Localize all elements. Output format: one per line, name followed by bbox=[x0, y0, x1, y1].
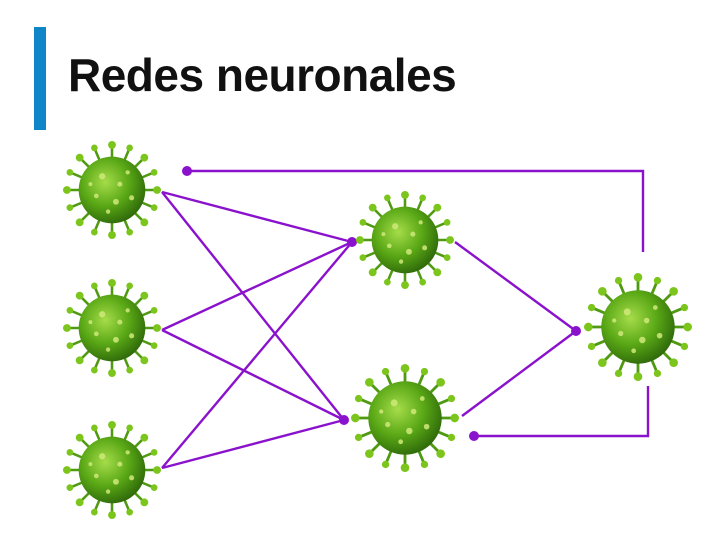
edge-input2-hidden1 bbox=[161, 240, 353, 332]
edge-input3-hidden1 bbox=[161, 241, 353, 469]
edge-hidden1-output bbox=[454, 241, 577, 332]
virus-icon bbox=[61, 419, 163, 521]
title-accent-bar bbox=[34, 27, 46, 130]
slide-title: Redes neuronales bbox=[68, 49, 457, 101]
feedback-output-hidden2 bbox=[474, 386, 650, 438]
virus-icon bbox=[61, 139, 163, 241]
edge-input1-hidden2 bbox=[161, 191, 345, 421]
edge-input1-hidden1 bbox=[161, 190, 353, 244]
virus-icon bbox=[61, 277, 163, 379]
edge-hidden2-output bbox=[461, 330, 577, 417]
connections bbox=[161, 169, 650, 470]
virus-icon bbox=[349, 362, 461, 474]
virus-icon bbox=[582, 271, 694, 383]
edge-input2-hidden2 bbox=[161, 328, 345, 422]
edge-input3-hidden2 bbox=[161, 418, 345, 470]
connection-endpoints bbox=[182, 166, 581, 441]
feedback-output-input1 bbox=[187, 169, 645, 252]
virus-icon bbox=[354, 189, 456, 291]
